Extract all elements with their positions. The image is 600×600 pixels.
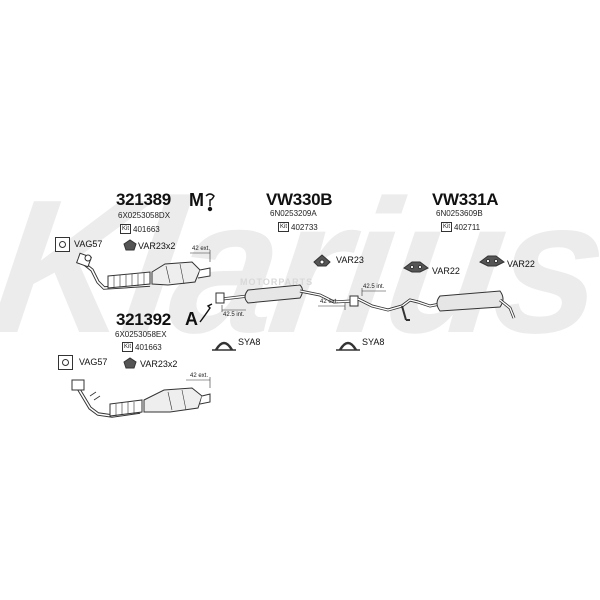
upper-flex-section	[107, 271, 151, 289]
lower-catalyst	[143, 387, 203, 413]
label-var23: VAR23	[336, 255, 364, 265]
label-sya8-b: SYA8	[362, 337, 385, 347]
motorparts-faint-text: MOTORPARTS	[240, 277, 314, 287]
var22-rubber-a	[403, 261, 429, 273]
label-vag57-lower: VAG57	[79, 357, 108, 367]
part-number-321392[interactable]: 321392	[116, 310, 171, 329]
kit-number-321389: Kit 401663	[120, 224, 160, 234]
part-number-321389[interactable]: 321389	[116, 190, 171, 209]
sya8-clamp-a	[214, 341, 234, 351]
middle-silencer	[244, 284, 303, 304]
dim-upper-cat: 42 ext.	[192, 246, 211, 252]
sya8-clamp-b	[338, 341, 358, 351]
label-vag57-upper: VAG57	[74, 239, 103, 249]
dim-lower-cat: 42 ext.	[190, 373, 209, 379]
dim-rear-inlet: 42.5 int.	[363, 284, 385, 290]
dim-middle-outlet: 42 ext.	[320, 299, 339, 305]
vag57-gasket-icon	[58, 355, 73, 370]
kit-badge: Kit	[278, 222, 290, 232]
kit-badge: Kit	[441, 222, 453, 232]
kit-badge: Kit	[122, 342, 134, 352]
kit-number-vw330b: Kit 402733	[278, 222, 318, 232]
lower-flange	[71, 379, 85, 391]
label-sya8-a: SYA8	[238, 337, 261, 347]
part-symbol-321389: M	[189, 190, 204, 210]
dim-middle-inlet: 42.5 int.	[223, 312, 245, 318]
upper-catalyst	[151, 261, 201, 286]
part-number-vw331a[interactable]: VW331A	[432, 190, 499, 209]
fitting-symbol-lower	[199, 303, 213, 323]
var23x2-clamp-a	[123, 239, 137, 251]
oem-number-321392: 6X0253058EX	[115, 330, 167, 339]
rear-silencer	[436, 290, 504, 312]
kit-number-321392: Kit 401663	[122, 342, 162, 352]
label-var23x2-lower: VAR23x2	[140, 359, 178, 369]
part-symbol-321392: A	[185, 309, 198, 329]
oem-number-vw331a: 6N0253609B	[436, 209, 483, 218]
label-var23x2-upper: VAR23x2	[138, 241, 176, 251]
kit-number-vw331a: Kit 402711	[441, 222, 481, 232]
label-var22-b: VAR22	[507, 259, 535, 269]
var23x2-clamp-b	[123, 357, 137, 369]
part-number-vw330b[interactable]: VW330B	[266, 190, 333, 209]
oem-number-321389: 6X0253058DX	[118, 211, 171, 220]
vag57-gasket-icon	[55, 237, 70, 252]
fitting-symbol-upper	[205, 193, 215, 212]
var22-rubber-b	[479, 255, 505, 267]
oem-number-vw330b: 6N0253209A	[270, 209, 317, 218]
kit-badge: Kit	[120, 224, 132, 234]
label-var22-a: VAR22	[432, 266, 460, 276]
